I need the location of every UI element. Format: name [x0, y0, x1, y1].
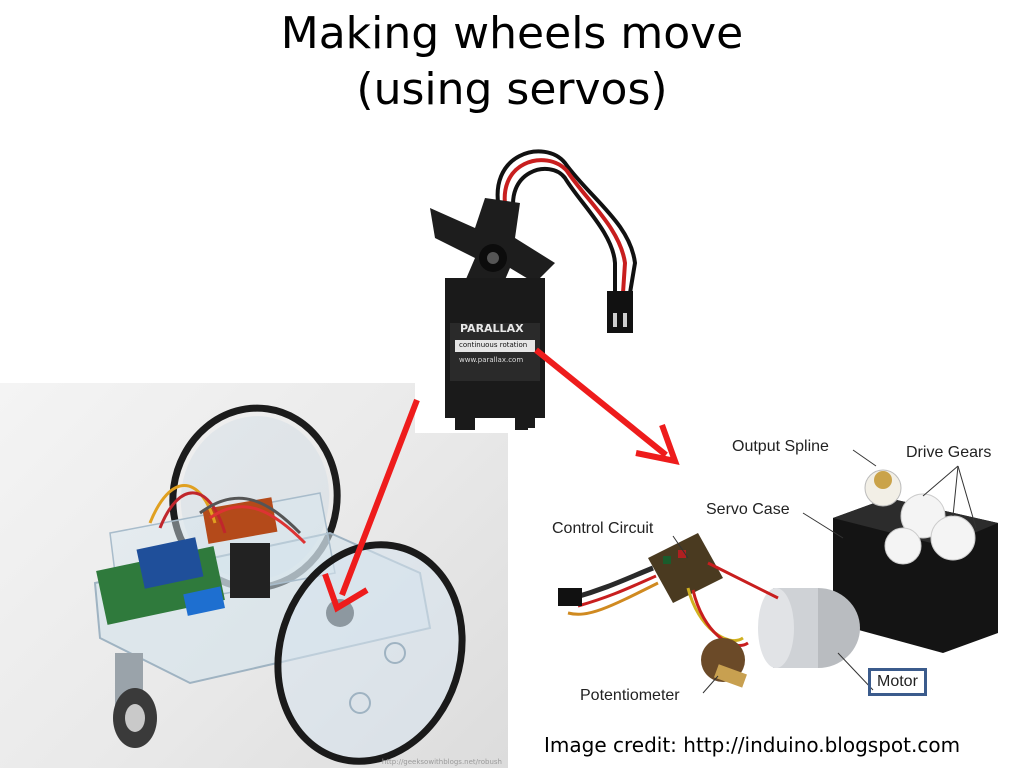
servo-subtitle: continuous rotation [459, 341, 528, 349]
title-line-2: (using servos) [356, 64, 668, 115]
servo-brand: PARALLAX [460, 322, 524, 335]
label-potentiometer: Potentiometer [580, 687, 680, 704]
servo-photo: PARALLAX continuous rotation www.paralla… [415, 143, 655, 433]
label-control-circuit: Control Circuit [552, 520, 654, 537]
servo-url: www.parallax.com [459, 356, 524, 364]
motor-highlight-box: Motor [868, 668, 927, 696]
slide-title: Making wheels move (using servos) [0, 6, 1024, 118]
label-output-spline: Output Spline [732, 438, 829, 455]
servo-parts-illustration [558, 449, 998, 694]
image-credit: Image credit: http://induino.blogspot.co… [544, 733, 961, 757]
label-servo-case: Servo Case [706, 501, 790, 518]
title-line-1: Making wheels move [280, 8, 744, 59]
servo-illustration [430, 149, 638, 430]
label-drive-gears: Drive Gears [906, 444, 992, 461]
servo-parts-diagram: Output Spline Drive Gears Servo Case Con… [528, 428, 1024, 726]
robot-photo: http://geeksowithblogs.net/robush [0, 383, 508, 768]
label-motor: Motor [877, 673, 918, 690]
robot-illustration [93, 404, 466, 765]
photo-watermark: http://geeksowithblogs.net/robush [381, 758, 502, 766]
